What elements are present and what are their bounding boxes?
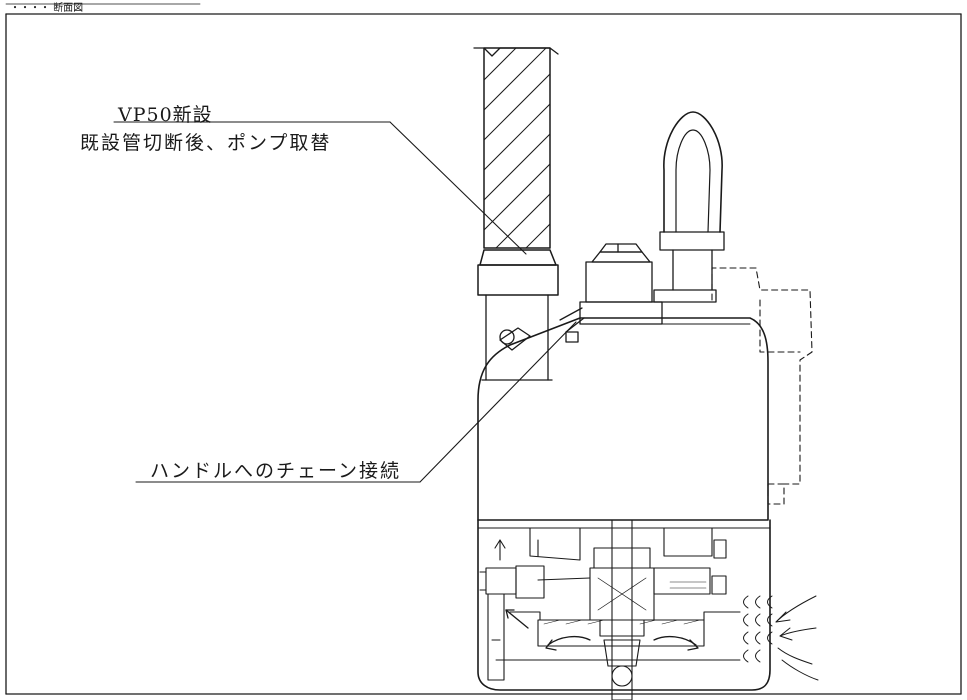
new-vp50-pipe bbox=[477, 249, 559, 381]
existing-pipe bbox=[473, 47, 559, 249]
drawing-frame bbox=[5, 3, 962, 695]
label-pipe-cut-pump-replacement: 既設管切断後、ポンプ取替 bbox=[80, 132, 332, 154]
leader-lines bbox=[113, 121, 577, 483]
label-new-vp50-pipe: VP50新設 bbox=[118, 104, 213, 126]
pump-casing bbox=[477, 519, 771, 691]
motor-housing bbox=[477, 317, 769, 521]
header-fragment: ・・・・ 断面図 bbox=[10, 1, 83, 14]
terminal-box-dashed bbox=[711, 267, 813, 505]
lifting-handle bbox=[653, 111, 725, 303]
left-chamber bbox=[479, 527, 591, 681]
right-chamber bbox=[653, 527, 727, 595]
motor-top-cap bbox=[579, 243, 663, 325]
impeller bbox=[495, 611, 741, 661]
flow-arrows bbox=[505, 609, 699, 651]
shaft-assembly bbox=[589, 519, 655, 700]
inlet-strainer bbox=[743, 595, 819, 681]
label-chain-to-handle: ハンドルへのチェーン接続 bbox=[150, 460, 402, 482]
